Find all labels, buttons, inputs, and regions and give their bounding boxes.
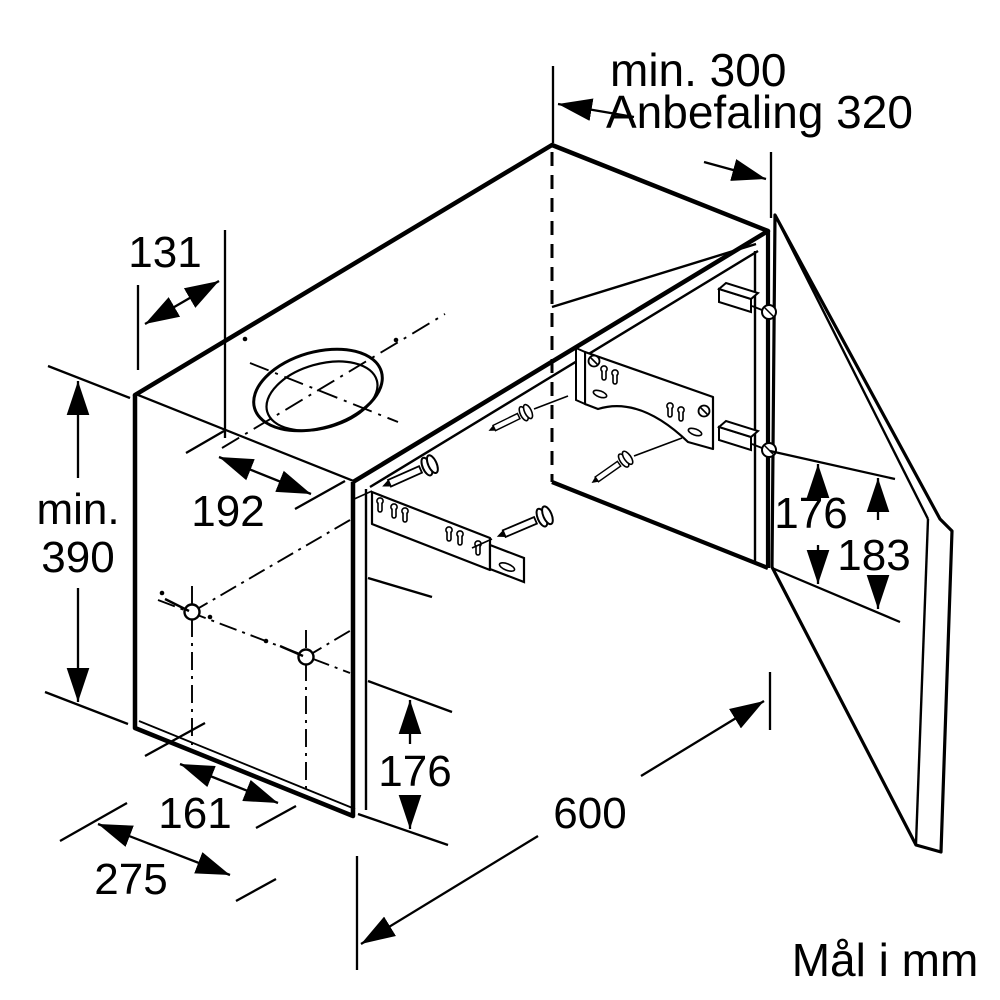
- screw-icon: [484, 402, 536, 439]
- dimension-161: [144, 721, 297, 830]
- bracket-flange: [575, 346, 586, 406]
- dimension-192: [185, 430, 346, 511]
- label-600: 600: [553, 789, 626, 838]
- dimension-176-bottom: [357, 679, 453, 847]
- screw-icon: [586, 448, 636, 491]
- label-183: 183: [837, 531, 910, 580]
- label-390: 390: [41, 533, 114, 582]
- label-anbefaling-320: Anbefaling 320: [606, 86, 913, 138]
- label-min: min.: [36, 485, 119, 534]
- interior-bottom-edge: [551, 480, 769, 570]
- inner-top-edge: [369, 249, 759, 489]
- mounting-bracket-right: [575, 346, 715, 451]
- cabinet-top-face: [132, 142, 771, 485]
- dimension-600: [355, 672, 772, 970]
- dimension-clearance-top: [551, 66, 773, 218]
- dimension-annotations: [44, 66, 901, 970]
- fixing-screws: [351, 395, 683, 549]
- label-275: 275: [94, 855, 167, 904]
- dimension-176-right: [769, 449, 901, 624]
- label-176-bottom: 176: [378, 747, 451, 796]
- rail-foot-slot: [498, 562, 516, 572]
- bracket-slot: [687, 427, 703, 437]
- dimension-275: [59, 801, 277, 903]
- dimension-labels: min. 300 Anbefaling 320 131 min. 390 192…: [36, 44, 978, 986]
- bracket-slot: [592, 389, 608, 399]
- cabinet-body: [132, 142, 771, 819]
- door-panel: [770, 213, 954, 854]
- side-panel-drill-marks: [157, 519, 354, 790]
- label-min-300: min. 300: [610, 44, 786, 96]
- door-hinges: [716, 281, 777, 458]
- label-176-right: 176: [774, 489, 847, 538]
- hole-center-lines: [221, 313, 446, 449]
- duct-hole-inner: [265, 360, 379, 432]
- screw-icon: [492, 503, 557, 547]
- units-note: Mål i mm: [792, 934, 979, 986]
- drill-mark-screw: [183, 603, 201, 621]
- exhaust-duct-hole: [221, 313, 446, 449]
- drill-mark-screw: [297, 648, 315, 666]
- label-161: 161: [158, 789, 231, 838]
- label-192: 192: [191, 487, 264, 536]
- dimension-131: [136, 230, 227, 438]
- dimension-390: [44, 364, 131, 726]
- interior-back-edge: [551, 242, 757, 309]
- cabinet-door-open: [770, 213, 954, 854]
- label-131: 131: [128, 228, 201, 277]
